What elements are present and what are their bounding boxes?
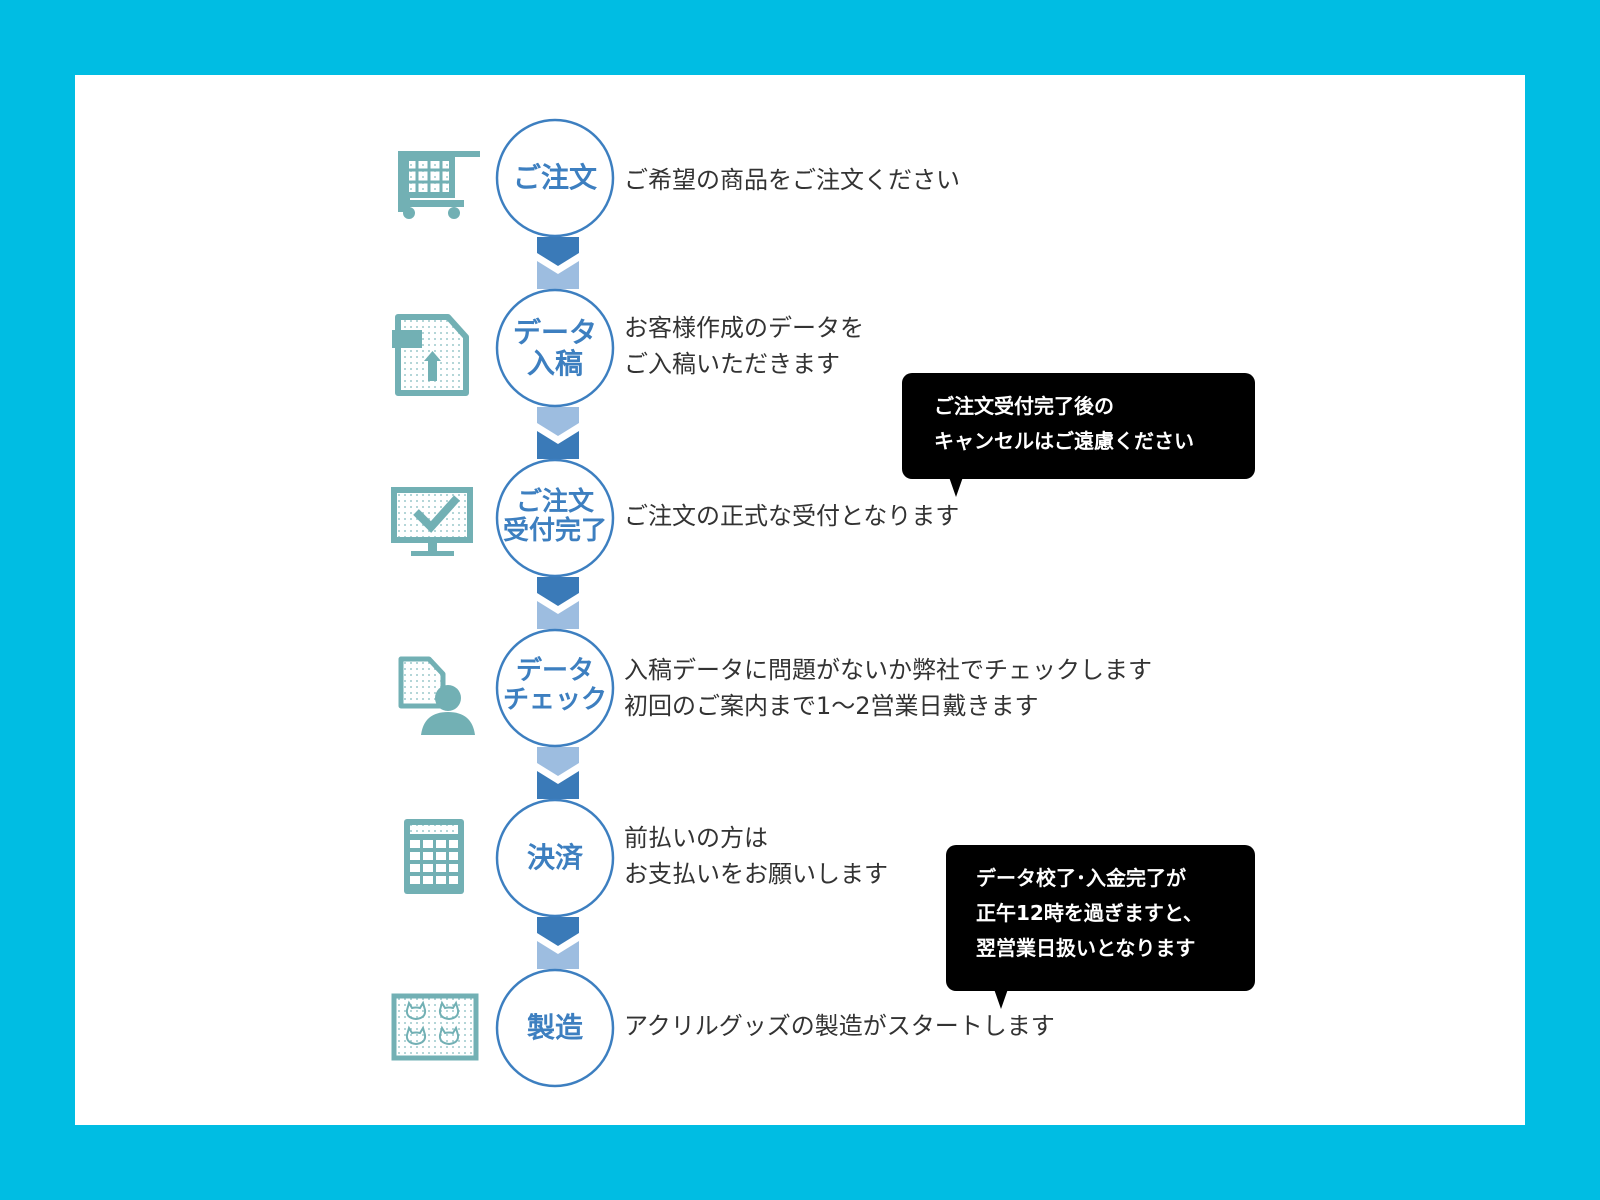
step-label-order: ご注文	[495, 161, 615, 194]
step-label-line: 受付完了	[502, 516, 607, 547]
bubble-tail	[949, 477, 963, 497]
description-line: 前払いの方は	[624, 824, 768, 852]
step-description-production: アクリルグッズの製造がスタートします	[624, 1008, 1055, 1044]
flow-arrow	[537, 917, 579, 969]
description-line: アクリルグッズの製造がスタートします	[624, 1012, 1055, 1040]
flow-card	[75, 75, 1525, 1125]
flow-arrows	[537, 237, 579, 969]
note-line: データ校了･入金完了が	[976, 866, 1186, 890]
description-line: お支払いをお願いします	[624, 860, 888, 888]
step-circle	[495, 628, 615, 748]
step-label-line: データ	[512, 316, 597, 349]
step-label-line: ご注文	[515, 487, 594, 517]
bubble-tail	[994, 989, 1008, 1009]
step-label-data-check: データ チェック	[495, 656, 615, 716]
monitor-check-icon	[391, 487, 473, 556]
description-line: ご希望の商品をご注文ください	[624, 166, 960, 194]
flow-arrow	[537, 747, 579, 799]
description-line: ご注文の正式な受付となります	[624, 502, 960, 530]
step-circle	[495, 968, 615, 1088]
step-description-data-check: 入稿データに問題がないか弊社でチェックします 初回のご案内まで1～2営業日戴きま…	[624, 652, 1152, 724]
acrylic-goods-icon	[391, 993, 479, 1061]
step-description-order: ご希望の商品をご注文ください	[624, 162, 960, 198]
step-circle	[495, 798, 615, 918]
note-line: ご注文受付完了後の	[934, 394, 1114, 418]
flow-arrow	[537, 237, 579, 289]
step-circle	[495, 118, 615, 238]
note-line: 翌営業日扱いとなります	[976, 936, 1196, 960]
step-label-line: 入稿	[526, 347, 583, 381]
step-label-line: 決済	[526, 841, 583, 874]
step-label-production: 製造	[495, 1011, 615, 1044]
step-label-line: 製造	[526, 1011, 583, 1044]
step-label-order-accepted: ご注文 受付完了	[495, 487, 615, 547]
shopping-cart-icon	[398, 151, 480, 219]
step-circles	[495, 118, 615, 1088]
step-circle	[495, 288, 615, 408]
step-label-payment: 決済	[495, 841, 615, 874]
step-label-data-upload: データ 入稿	[495, 317, 615, 380]
description-line: 入稿データに問題がないか弊社でチェックします	[624, 656, 1152, 684]
step-label-line: ご注文	[512, 161, 597, 194]
step-circle	[495, 458, 615, 578]
file-upload-icon	[392, 314, 469, 396]
step-description-data-upload: お客様作成のデータを ご入稿いただきます	[624, 310, 864, 382]
description-line: ご入稿いただきます	[624, 350, 840, 378]
description-line: 初回のご案内まで1～2営業日戴きます	[624, 692, 1039, 720]
step-label-line: データ	[515, 656, 594, 686]
step-description-payment: 前払いの方は お支払いをお願いします	[624, 820, 888, 892]
flow-arrow	[537, 407, 579, 459]
flow-arrow	[537, 577, 579, 629]
step-description-order-accepted: ご注文の正式な受付となります	[624, 498, 959, 534]
document-person-icon	[398, 656, 475, 735]
payment-deadline-note-bubble: データ校了･入金完了が 正午12時を過ぎますと、 翌営業日扱いとなります	[946, 845, 1255, 1009]
calculator-icon	[404, 819, 464, 894]
cancellation-note-bubble: ご注文受付完了後の キャンセルはご遠慮ください	[902, 373, 1255, 497]
note-line: キャンセルはご遠慮ください	[934, 429, 1194, 453]
note-line: 正午12時を過ぎますと、	[976, 901, 1204, 925]
step-label-line: チェック	[502, 685, 607, 716]
description-line: お客様作成のデータを	[624, 314, 864, 342]
